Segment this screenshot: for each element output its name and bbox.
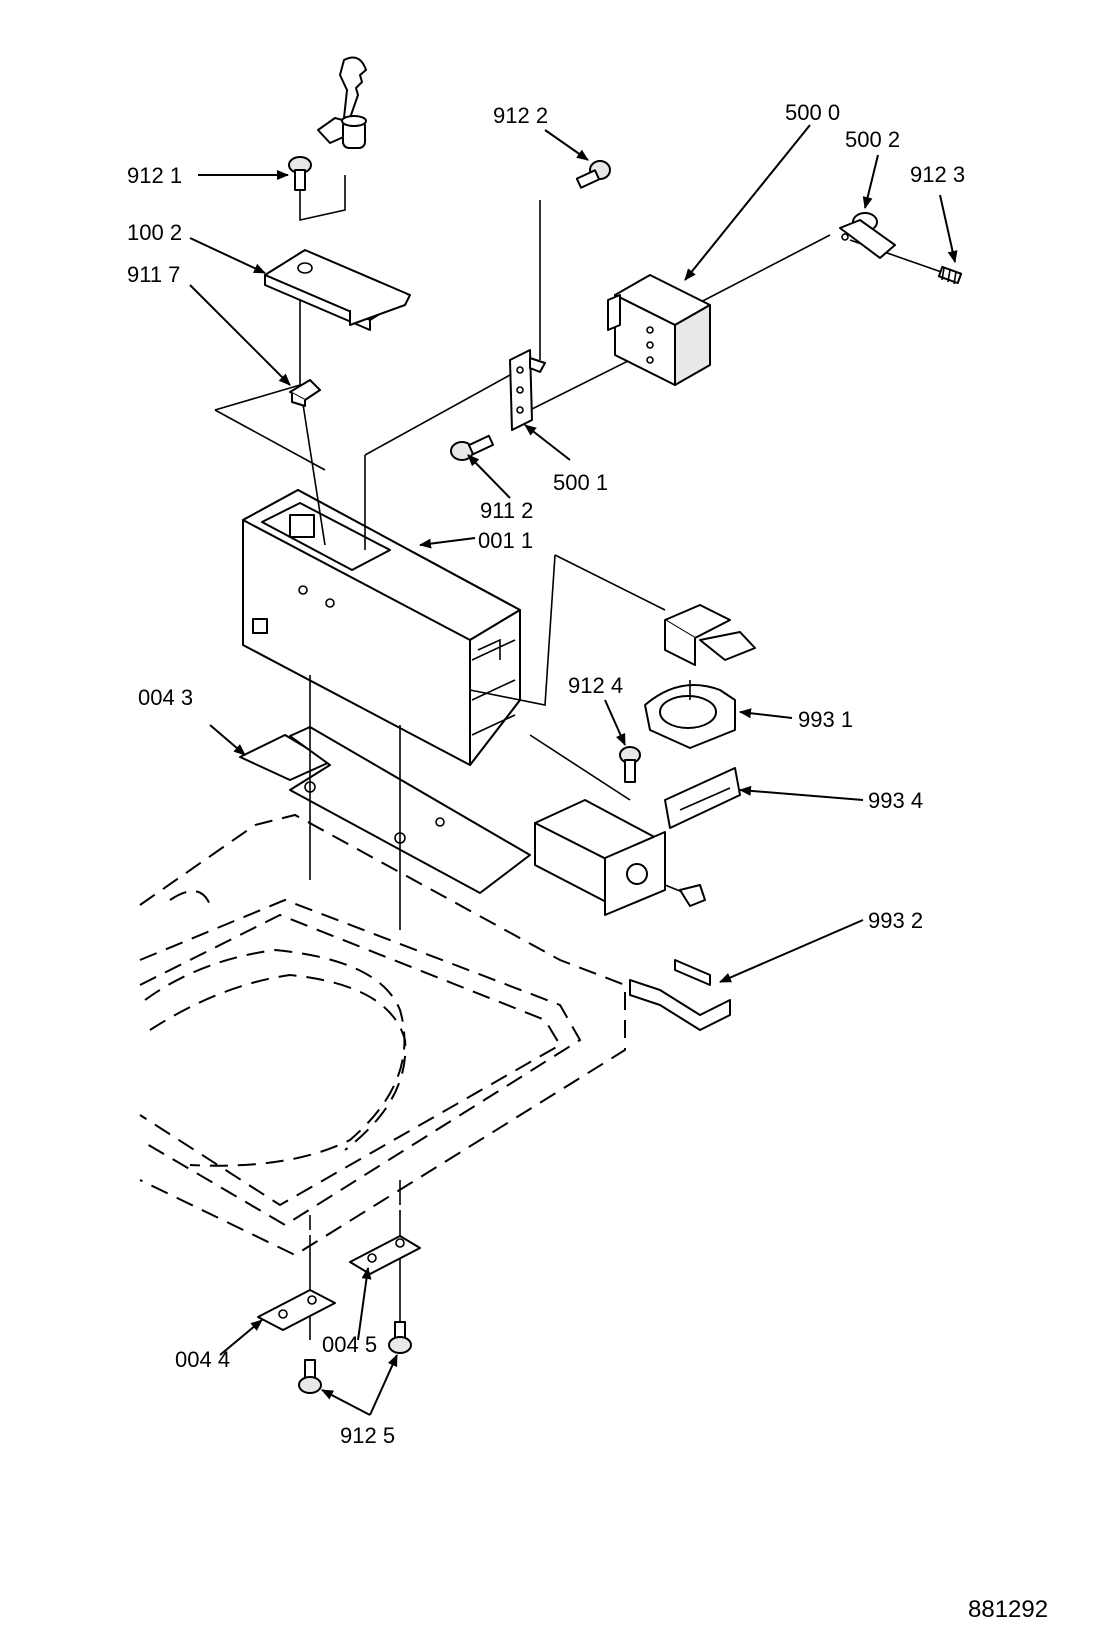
coin-tray bbox=[534, 799, 706, 916]
document-number: 881292 bbox=[968, 1596, 1048, 1623]
screw-9124 bbox=[619, 746, 641, 783]
callout-9932: 993 2 bbox=[868, 908, 923, 933]
callout-0044: 004 4 bbox=[175, 1347, 230, 1372]
shield-9932 bbox=[629, 959, 731, 1031]
machine-top-outline bbox=[139, 813, 626, 1257]
insulation-strip bbox=[239, 726, 531, 894]
callout-0045: 004 5 bbox=[322, 1332, 377, 1357]
screw-9112 bbox=[450, 434, 495, 461]
switch-box bbox=[607, 274, 711, 386]
callout-9123: 912 3 bbox=[910, 162, 965, 187]
leader-arrows bbox=[189, 124, 958, 1416]
callout-0011: 001 1 bbox=[478, 528, 533, 553]
callout-9934: 993 4 bbox=[868, 788, 923, 813]
callout-5000: 500 0 bbox=[785, 100, 840, 125]
callout-5001: 500 1 bbox=[553, 470, 608, 495]
callout-5002: 500 2 bbox=[845, 127, 900, 152]
lever-5002 bbox=[839, 212, 896, 259]
coin-box-housing bbox=[242, 489, 521, 766]
cover-plate bbox=[264, 249, 411, 331]
screw-9125-a bbox=[298, 1359, 322, 1394]
guard-9934 bbox=[664, 767, 741, 829]
bracket-0044 bbox=[257, 1289, 336, 1331]
bracket-0045 bbox=[349, 1235, 421, 1275]
callout-9117: 911 7 bbox=[127, 262, 180, 287]
callout-labels: 912 1 912 2 500 0 500 2 912 3 100 2 911 … bbox=[127, 100, 1048, 1623]
callout-9121: 912 1 bbox=[127, 163, 182, 188]
callout-0043: 004 3 bbox=[138, 685, 193, 710]
clip-9117 bbox=[289, 379, 321, 407]
screw-9125-b bbox=[388, 1321, 412, 1354]
screw-9122 bbox=[575, 160, 611, 189]
coin-chute bbox=[644, 604, 756, 749]
callout-9125: 912 5 bbox=[340, 1423, 395, 1448]
bracket-5001 bbox=[509, 349, 546, 431]
callout-9112: 911 2 bbox=[480, 498, 533, 523]
callout-1002: 100 2 bbox=[127, 220, 182, 245]
setscrew-9123 bbox=[937, 265, 963, 285]
screw-9121 bbox=[288, 156, 312, 191]
callout-9931: 993 1 bbox=[798, 707, 853, 732]
callout-9124: 912 4 bbox=[568, 673, 623, 698]
lock-key-assembly bbox=[317, 56, 367, 149]
callout-9122: 912 2 bbox=[493, 103, 548, 128]
